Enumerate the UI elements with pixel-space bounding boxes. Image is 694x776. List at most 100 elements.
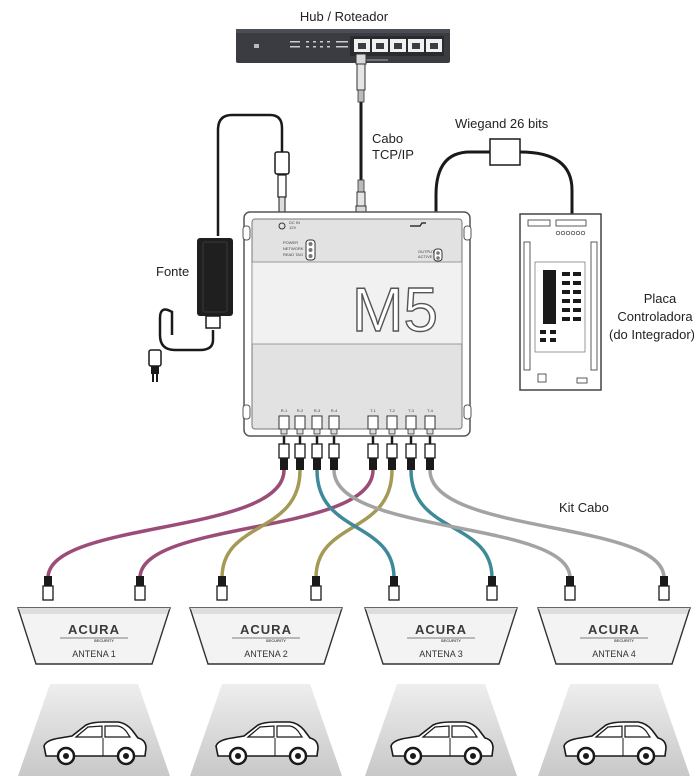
svg-text:ACTIVE: ACTIVE	[418, 254, 433, 259]
port-label: R-1	[281, 408, 288, 413]
cable-plug	[367, 443, 379, 459]
cable-antena2-r2	[220, 468, 302, 580]
acura-tagline: SECURITY	[614, 638, 635, 643]
hub-label: Hub / Roteador	[300, 9, 389, 24]
cable-antena4-r4	[332, 468, 572, 580]
svg-text:12V: 12V	[289, 225, 296, 230]
antenna-connector	[218, 576, 226, 586]
cable-plug-boot	[369, 458, 377, 470]
cable-plug-boot	[296, 458, 304, 470]
svg-text:NETWORK: NETWORK	[283, 246, 304, 251]
antenna-connector-nut	[486, 585, 498, 601]
port-label: T-3	[408, 408, 415, 413]
acura-tagline: SECURITY	[441, 638, 462, 643]
cable-antena3-t3	[409, 468, 494, 580]
port-label: T-2	[389, 408, 396, 413]
port-t-4: T-4	[424, 408, 436, 435]
antenna-connector	[660, 576, 668, 586]
cabo-label: Cabo	[372, 131, 403, 146]
antenna-label: ANTENA 2	[244, 649, 288, 659]
cable-plug	[424, 443, 436, 459]
controladora-label: Controladora	[617, 309, 693, 324]
wiegand-port: OUTPUT ACTIVE	[418, 248, 443, 262]
controller-board	[519, 213, 602, 391]
cable-plug-boot	[330, 458, 338, 470]
power-cables	[158, 113, 290, 352]
cable-antena1-r1	[46, 468, 286, 580]
cable-antena4-t4	[428, 468, 666, 580]
antenna-connector	[488, 576, 496, 586]
port-label: R-2	[297, 408, 304, 413]
cable-connectors	[42, 436, 670, 601]
port-r-3: R-3	[311, 408, 323, 435]
car-icon	[390, 721, 494, 766]
fonte-label: Fonte	[156, 264, 189, 279]
hub-router	[236, 29, 450, 63]
kit-cabo-label: Kit Cabo	[559, 500, 609, 515]
acura-logo: ACURA	[240, 622, 292, 637]
svg-text:DC IN: DC IN	[289, 220, 300, 225]
power-adapter	[197, 238, 233, 329]
port-t-1: T-1	[367, 408, 379, 435]
port-r-4: R-4	[328, 408, 340, 435]
svg-text:OUTPUT: OUTPUT	[418, 249, 435, 254]
antenna-label: ANTENA 4	[592, 649, 636, 659]
tcpip-cable	[355, 53, 367, 215]
svg-text:READ TAG: READ TAG	[283, 252, 303, 257]
antenna-connector-nut	[564, 585, 576, 601]
cable-antena1-t1	[138, 468, 375, 580]
antenna-connector	[566, 576, 574, 586]
acura-tagline: SECURITY	[94, 638, 115, 643]
wiegand-label: Wiegand 26 bits	[455, 116, 549, 131]
antenna-connector-nut	[658, 585, 670, 601]
cable-plug	[311, 443, 323, 459]
port-label: T-4	[427, 408, 434, 413]
antenna-connector	[390, 576, 398, 586]
antenna-label: ANTENA 3	[419, 649, 463, 659]
cable-antena3-r3	[315, 468, 396, 580]
cable-plug	[328, 443, 340, 459]
acura-tagline: SECURITY	[266, 638, 287, 643]
port-label: R-3	[314, 408, 321, 413]
antenna-connector	[44, 576, 52, 586]
wiegand-cable	[434, 138, 574, 215]
antenna-ports: R-1 R-2 R-3 R-4 T-1 T-2 T-3 T-4	[278, 408, 436, 435]
m5-reader: DC IN 12V POWER NETWORK READ TAG OUTPUT …	[242, 211, 472, 437]
antenna-connector-nut	[42, 585, 54, 601]
acura-logo: ACURA	[588, 622, 640, 637]
cable-plug	[278, 443, 290, 459]
cable-plug-boot	[313, 458, 321, 470]
acura-logo: ACURA	[415, 622, 467, 637]
cable-plug-boot	[388, 458, 396, 470]
cable-plug	[294, 443, 306, 459]
port-t-2: T-2	[386, 408, 398, 435]
integrador-label: (do Integrador)	[609, 327, 694, 342]
antenna-connector-nut	[310, 585, 322, 601]
power-plug	[148, 349, 162, 382]
cable-plug	[386, 443, 398, 459]
antenna-connector	[312, 576, 320, 586]
antenna-connector-nut	[216, 585, 228, 601]
m5-logo: M5	[352, 276, 438, 345]
port-r-2: R-2	[294, 408, 306, 435]
acura-logo: ACURA	[68, 622, 120, 637]
port-label: R-4	[331, 408, 338, 413]
port-t-3: T-3	[405, 408, 417, 435]
status-leds: POWER NETWORK READ TAG	[283, 239, 316, 261]
antenna-connector-nut	[134, 585, 146, 601]
car-icon	[215, 721, 319, 766]
tcpip-label: TCP/IP	[372, 147, 414, 162]
car-icon	[563, 721, 667, 766]
placa-label: Placa	[644, 291, 677, 306]
antenna-cables	[46, 468, 666, 580]
cable-plug-boot	[407, 458, 415, 470]
antenna-connector-nut	[388, 585, 400, 601]
port-r-1: R-1	[278, 408, 290, 435]
port-label: T-1	[370, 408, 377, 413]
